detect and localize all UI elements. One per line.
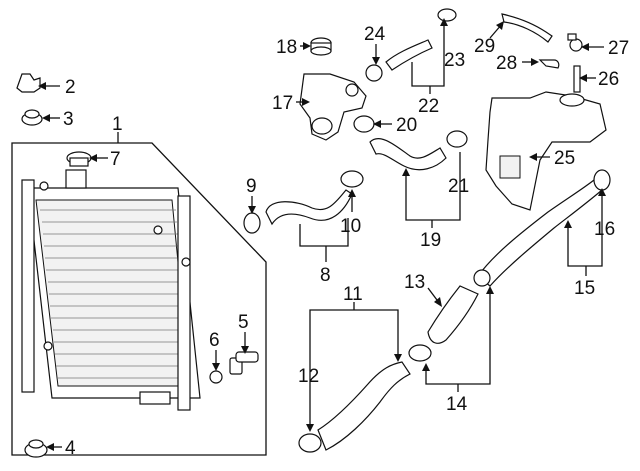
clamp-12: [298, 433, 322, 453]
callout-15: 15: [574, 278, 595, 299]
callout-10: 10: [340, 216, 361, 237]
clamp-14: [408, 344, 432, 362]
callout-5: 5: [238, 312, 249, 333]
callout-3: 3: [63, 109, 74, 130]
reservoir-hose: [477, 179, 603, 287]
heater-hose-19: [369, 137, 447, 171]
callout-29: 29: [474, 36, 495, 57]
clamp-10: [340, 170, 364, 188]
callout-19: 19: [420, 230, 441, 251]
callout-28: 28: [496, 53, 517, 74]
overflow-hose-29: [501, 13, 553, 43]
callout-7: 7: [110, 149, 121, 170]
callout-9: 9: [246, 176, 257, 197]
clamp-16: [593, 169, 611, 191]
fitting-24: [365, 64, 383, 82]
callout-13: 13: [404, 272, 425, 293]
callout-27: 27: [608, 38, 629, 59]
callout-20: 20: [396, 115, 417, 136]
callout-12: 12: [298, 366, 319, 387]
callout-21: 21: [448, 176, 469, 197]
bypass-hose-23: [385, 39, 433, 71]
clamp-23: [437, 8, 457, 22]
callout-6: 6: [209, 330, 220, 351]
callout-17: 17: [272, 93, 293, 114]
callout-4: 4: [65, 438, 76, 459]
reservoir-cap: [310, 37, 332, 56]
grommet-upper: [21, 109, 43, 126]
callout-23: 23: [444, 50, 465, 71]
radiator-cap: [66, 151, 92, 167]
callout-26: 26: [598, 69, 619, 90]
drain-plug: [229, 351, 259, 375]
lower-hose: [317, 361, 411, 451]
callout-11: 11: [343, 284, 363, 305]
o-ring: [209, 370, 223, 384]
callout-18: 18: [276, 37, 297, 58]
callout-2: 2: [65, 77, 76, 98]
callout-22: 22: [418, 96, 439, 117]
clamp-9: [243, 212, 261, 234]
callout-labels: 1 2 3 4 5 6 7 8 9 10 11 12 13 14 15 16 1…: [63, 24, 629, 459]
coolant-reservoir: [485, 91, 607, 211]
callout-14: 14: [446, 394, 468, 415]
fitting-20: [353, 115, 375, 133]
water-pipe: [427, 285, 479, 344]
hose-28: [538, 59, 560, 69]
callout-25: 25: [554, 148, 575, 169]
callout-1: 1: [112, 114, 123, 135]
hose-clip-27: [567, 33, 583, 52]
callout-16: 16: [594, 219, 615, 240]
water-outlet-housing: [299, 73, 367, 141]
radiator-assembly: [11, 142, 267, 456]
clamp-21: [446, 130, 468, 148]
callout-24: 24: [364, 24, 386, 45]
leader-lines: [38, 18, 606, 451]
clip-part: [16, 73, 41, 93]
clamp-15-end: [473, 269, 491, 287]
callout-8: 8: [320, 265, 331, 286]
tube-26: [573, 65, 581, 93]
grommet-lower: [24, 439, 48, 458]
